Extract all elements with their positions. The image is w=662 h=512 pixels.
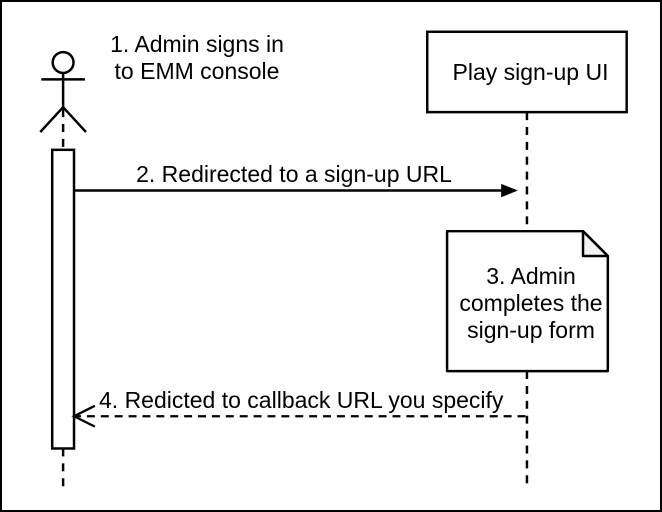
message-callback-arrowhead-icon bbox=[71, 404, 96, 428]
note-shape bbox=[445, 229, 610, 373]
activation-bar bbox=[50, 148, 76, 450]
note-text-line1: 3. Admin bbox=[486, 263, 576, 289]
actor-icon bbox=[39, 50, 87, 133]
note-text: 3. Admin completes the sign-up form bbox=[450, 233, 612, 374]
note-body bbox=[445, 229, 610, 373]
note-fold-icon bbox=[581, 229, 610, 258]
note-text-line2: completes the bbox=[459, 290, 603, 316]
note-text-line3: sign-up form bbox=[467, 317, 595, 343]
message-redirect-arrowhead-icon bbox=[501, 183, 518, 198]
participant-box bbox=[426, 30, 628, 114]
message-redirect-label: 2. Redirected to a sign-up URL bbox=[136, 161, 452, 187]
message-callback-label: 4. Redicted to callback URL you specify bbox=[99, 387, 504, 413]
actor-head bbox=[51, 50, 75, 75]
participant-title-text: Play sign-up UI bbox=[452, 59, 609, 85]
message-redirect-arrow bbox=[74, 183, 518, 198]
participant-title: Play sign-up UI bbox=[430, 32, 631, 113]
actor-step-label-line1: 1. Admin signs in bbox=[110, 31, 284, 57]
actor-step-label-line2: to EMM console bbox=[114, 58, 280, 84]
actor-left-leg bbox=[39, 106, 65, 133]
actor-right-leg bbox=[62, 106, 87, 133]
message-callback-arrow bbox=[71, 404, 526, 428]
actor-step-label: 1. Admin signs in to EMM console bbox=[77, 31, 317, 85]
